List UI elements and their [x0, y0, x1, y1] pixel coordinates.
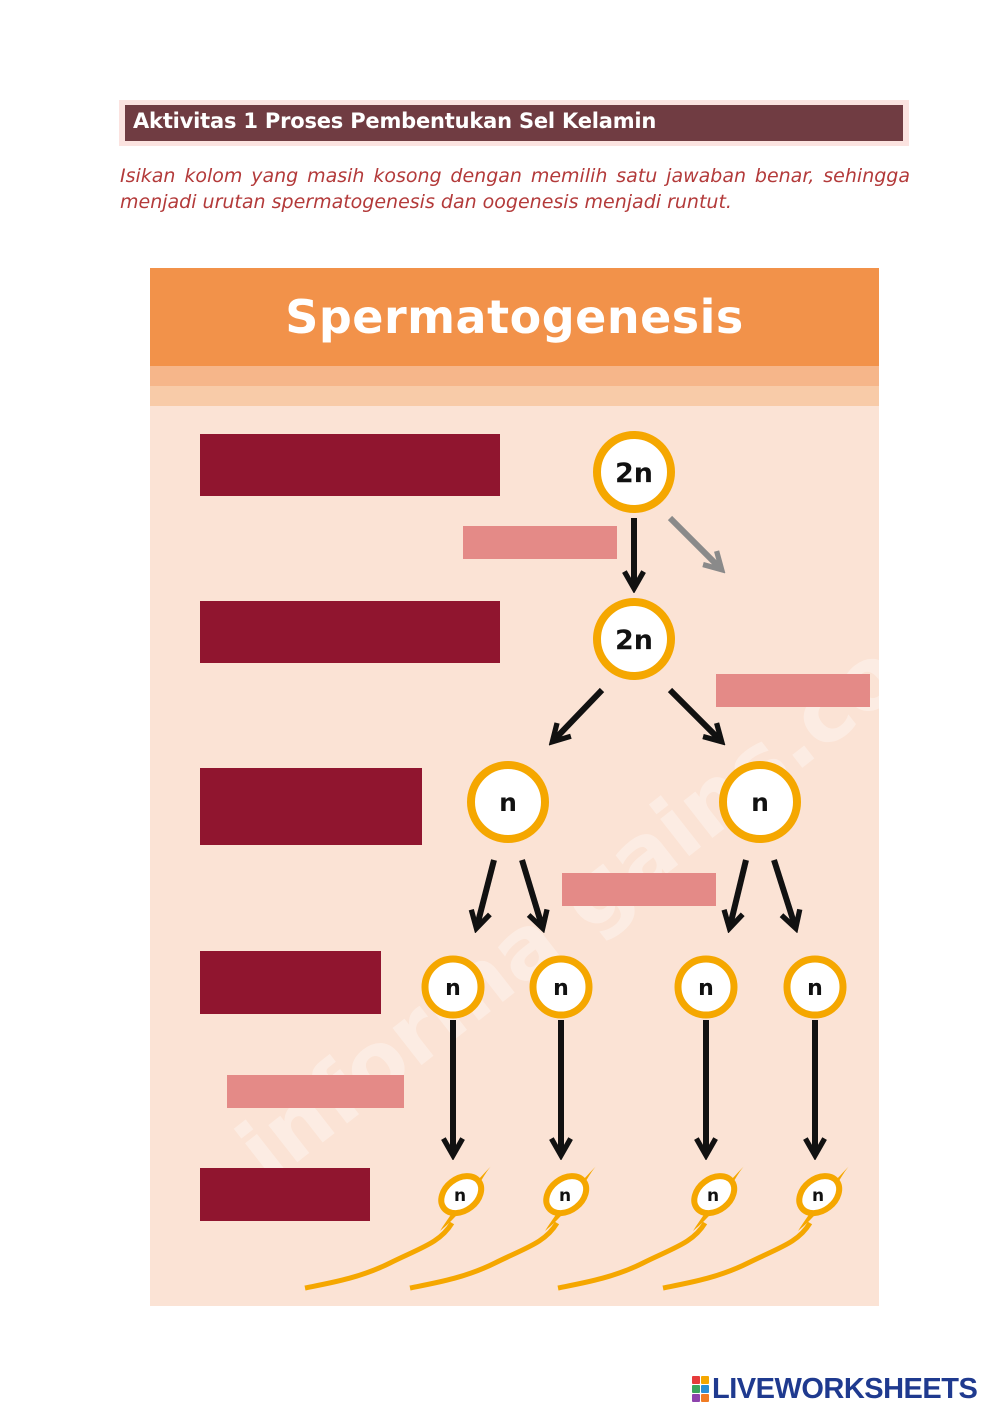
activity-title: Aktivitas 1 Proses Pembentukan Sel Kelam… [133, 109, 657, 133]
cell-ploidy-label: n [707, 1186, 719, 1206]
cell-ploidy-label: n [553, 976, 569, 1001]
panel-title: Spermatogenesis [285, 290, 744, 344]
process-answer-blank-1[interactable] [463, 526, 617, 559]
cell-ploidy-label: n [698, 976, 714, 1001]
stage-answer-blank-1[interactable] [200, 434, 500, 496]
cell-ploidy-label: n [499, 788, 517, 817]
logo-mark-icon [692, 1376, 709, 1402]
arrow-split-right [667, 687, 720, 740]
cell-ploidy-label: n [559, 1186, 571, 1206]
spermatogenesis-diagram: 2n 2n n n n n n n [304, 431, 850, 1291]
spermatid-cell: n [421, 955, 485, 1019]
stage-answer-blank-3[interactable] [200, 768, 422, 845]
header-band [150, 366, 879, 386]
arrow-split-left [554, 687, 605, 740]
sperm-cell: n [409, 1165, 597, 1291]
stage-answer-blank-2[interactable] [200, 601, 500, 663]
cell-ploidy-label: n [812, 1186, 824, 1206]
cell-ploidy-label: 2n [615, 625, 653, 656]
arrow-split-right [519, 859, 542, 926]
spermatid-cell: n [529, 955, 593, 1019]
cell-ploidy-label: n [807, 976, 823, 1001]
spermatogonium-cell: 2n [593, 431, 675, 513]
arrow-split-right [771, 859, 795, 926]
secondary-spermatocyte-cell: n [719, 761, 801, 843]
liveworksheets-logo: LIVEWORKSHEETS [692, 1372, 978, 1406]
process-answer-blank-2[interactable] [716, 674, 870, 707]
spermatogenesis-panel: Spermatogenesis informa gains.com 2n [150, 268, 879, 1306]
primary-spermatocyte-cell: 2n [593, 598, 675, 680]
panel-header: Spermatogenesis [150, 268, 879, 366]
cell-ploidy-label: 2n [615, 458, 653, 489]
activity-header-bar: Aktivitas 1 Proses Pembentukan Sel Kelam… [125, 105, 903, 141]
cell-ploidy-label: n [751, 788, 769, 817]
secondary-spermatocyte-cell: n [467, 761, 549, 843]
arrow-split-left [730, 859, 749, 926]
stage-answer-blank-4[interactable] [200, 951, 381, 1014]
arrow-split-left [477, 859, 497, 926]
sperm-cell: n [557, 1165, 745, 1291]
arrow-self-renewal [667, 515, 720, 568]
stage-answer-blank-5[interactable] [200, 1168, 370, 1221]
instruction-text: Isikan kolom yang masih kosong dengan me… [120, 165, 910, 213]
cell-ploidy-label: n [454, 1186, 466, 1206]
activity-header: Aktivitas 1 Proses Pembentukan Sel Kelam… [119, 100, 909, 146]
process-answer-blank-3[interactable] [562, 873, 716, 906]
logo-text: LIVEWORKSHEETS [712, 1372, 978, 1405]
spermatid-cell: n [674, 955, 738, 1019]
header-band-light [150, 386, 879, 406]
sperm-cell: n [304, 1165, 492, 1291]
process-answer-blank-4[interactable] [227, 1075, 404, 1108]
spermatid-cell: n [783, 955, 847, 1019]
cell-ploidy-label: n [445, 976, 461, 1001]
sperm-cell: n [662, 1165, 850, 1291]
